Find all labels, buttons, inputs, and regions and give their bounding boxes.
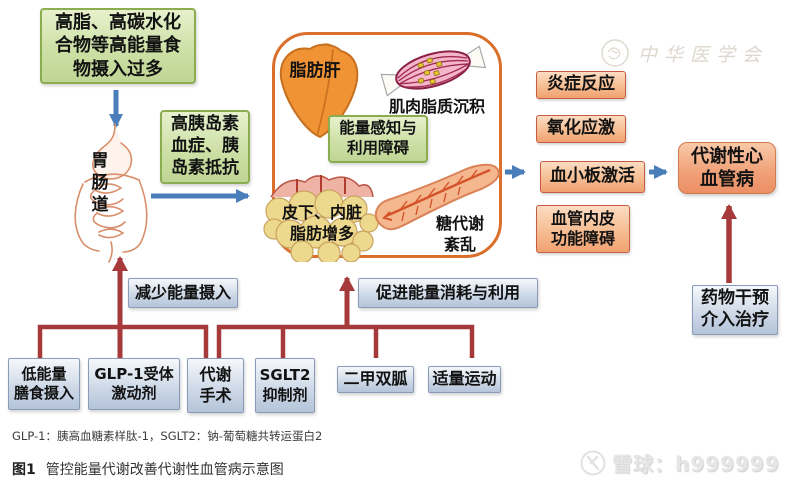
box-drug-intervention: 药物干预 介入治疗 [692, 285, 778, 335]
box-reduce-energy-intake: 减少能量摄入 [128, 278, 238, 308]
glucose-disorder-label: 糖代谢 紊乱 [435, 214, 484, 254]
box-metabolic-cvd: 代谢性心 血管病 [678, 142, 776, 194]
figure-caption-label: 图1 [12, 462, 36, 478]
fat-increase-label: 皮下、内脏 脂肪增多 [281, 203, 362, 243]
muscle-lipid-illustration [380, 45, 486, 97]
gi-tract-label: 胃 肠 道 [91, 151, 109, 216]
box-high-energy-intake: 高脂、高碳水化 合物等高能量食 物摄入过多 [40, 8, 196, 84]
figure-caption: 图1 管控能量代谢改善代谢性血管病示意图 [12, 459, 284, 479]
box-endothelial-dysfunction: 血管内皮 功能障碍 [536, 205, 630, 253]
box-oxidative-stress: 氧化应激 [536, 115, 626, 143]
fatty-liver-label: 脂肪肝 [289, 61, 341, 81]
xueqiu-logo-icon [580, 450, 606, 475]
journal-watermark-text: 中华医学会 [638, 43, 769, 66]
journal-watermark: 中华医学会 [600, 38, 768, 68]
box-moderate-exercise: 适量运动 [428, 366, 501, 393]
box-promote-energy-expenditure: 促进能量消耗与利用 [358, 278, 538, 308]
bracket-reduce-intake [37, 324, 209, 358]
journal-seal-icon [601, 39, 629, 67]
box-glp1-agonist: GLP-1受体 激动剂 [88, 358, 180, 410]
box-inflammation: 炎症反应 [536, 71, 626, 99]
box-metabolic-surgery: 代谢 手术 [187, 358, 244, 413]
figure-caption-text: 管控能量代谢改善代谢性血管病示意图 [45, 462, 284, 478]
box-platelet-activation: 血小板激活 [540, 161, 645, 193]
box-energy-sensing: 能量感知与 利用障碍 [328, 115, 428, 163]
fat-tissue-illustration [263, 175, 379, 262]
gi-tract-illustration [74, 123, 148, 263]
box-hyperinsulinemia: 高胰岛素 血症、胰 岛素抵抗 [160, 110, 250, 184]
box-sglt2-inhibitor: SGLT2 抑制剂 [255, 358, 315, 413]
box-low-energy-diet: 低能量 膳食摄入 [8, 358, 80, 410]
pancreas-illustration [374, 163, 500, 231]
xueqiu-watermark: 雪球：h999999 [580, 448, 780, 477]
bracket-promote-expenditure [216, 324, 475, 358]
fatty-liver-illustration [279, 43, 359, 139]
muscle-lipid-label: 肌肉脂质沉积 [388, 97, 485, 116]
xueqiu-watermark-text: 雪球：h999999 [612, 452, 780, 476]
abbreviation-footnote: GLP-1：胰高血糖素样肽-1，SGLT2：钠-葡萄糖共转运蛋白2 [12, 429, 323, 443]
box-metformin: 二甲双胍 [337, 366, 414, 393]
